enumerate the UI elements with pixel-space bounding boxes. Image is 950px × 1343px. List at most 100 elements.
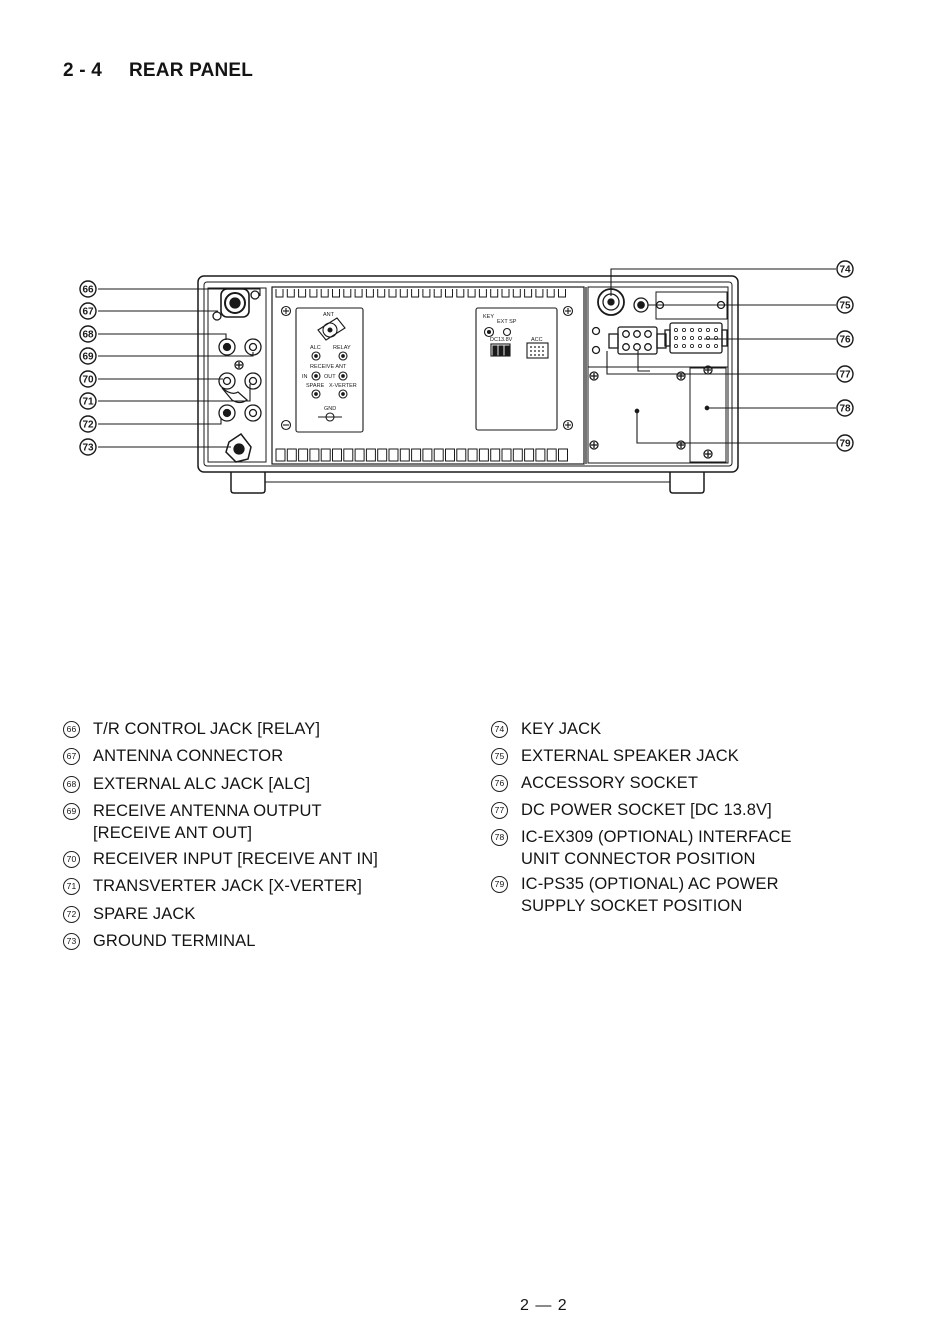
legend-text: RECEIVER INPUT [RECEIVE ANT IN] [93,850,378,868]
callout-number: 68 [82,330,94,341]
label-ant: ANT [323,312,335,318]
legend-item: 75 EXTERNAL SPEAKER JACK [491,746,739,768]
page-number: 2 — 2 [520,1297,568,1314]
legend-number: 78 [491,829,508,846]
ground-terminal [225,432,252,463]
legend-item: 68 EXTERNAL ALC JACK [ALC] [63,774,310,796]
legend-text: TRANSVERTER JACK [X-VERTER] [93,877,362,895]
heatsink-area [271,286,585,465]
label-out: OUT [324,374,336,380]
legend-item: 67 ANTENNA CONNECTOR [63,746,283,768]
right-foot [669,472,705,494]
callout-number: 66 [82,285,94,296]
label-spare: SPARE [306,383,325,389]
legend-text: GROUND TERMINAL [93,932,256,950]
callout-number: 67 [82,307,94,318]
legend-number: 69 [63,803,80,820]
legend-number: 70 [63,851,80,868]
legend-number: 74 [491,721,508,738]
acc-pins-small [530,346,544,356]
callout-number: 69 [82,352,94,363]
legend-text: SPARE JACK [93,905,196,923]
callout-circle [836,434,854,452]
callout-circle [79,370,97,388]
legend-text: EXTERNAL ALC JACK [ALC] [93,775,311,793]
rear-panel-diagram: ANT ALC RELAY RECEIVE ANT IN OUT SPARE X… [79,260,854,494]
spare-jack [244,404,262,422]
legend-number: 72 [63,906,80,923]
legend-number: 71 [63,878,80,895]
callout-number: 79 [839,439,851,450]
legend-text: DC POWER SOCKET [DC 13.8V] [521,801,772,819]
legend-item: 74 KEY JACK [491,719,601,741]
legend-item: 77 DC POWER SOCKET [DC 13.8V] [491,800,772,822]
callout-circle [836,330,854,348]
section-number: 2 - 4 [63,60,103,81]
legend-item: 71 TRANSVERTER JACK [X-VERTER] [63,876,362,898]
legend-number: 77 [491,802,508,819]
label-in: IN [302,374,308,380]
label-key: KEY [483,314,494,320]
left-foot [230,472,266,494]
legend-number: 75 [491,748,508,765]
callout-circle [836,296,854,314]
label-receive-ant: RECEIVE ANT [310,364,347,370]
alc-jack [218,338,236,356]
x-verter-jack [218,404,236,422]
callout-number: 74 [839,265,851,276]
legend-text: ACCESSORY SOCKET [521,774,699,792]
heatsink-fins [275,289,568,462]
ant-plate [295,307,364,433]
callout-circle [79,415,97,433]
label-dc: DC13.8V [490,337,513,343]
legend-item: 66 T/R CONTROL JACK [RELAY] [63,719,320,741]
callout-circle [836,260,854,278]
key-plate [475,307,558,431]
label-acc: ACC [531,337,543,343]
label-gnd: GND [324,406,336,412]
section-title: REAR PANEL [129,60,254,81]
legend-number: 76 [491,775,508,792]
callout-circle [836,399,854,417]
callout-number: 73 [82,443,94,454]
legend-text: RECEIVE ANTENNA OUTPUT[RECEIVE ANT OUT] [93,802,322,842]
callout-circle [836,365,854,383]
legend-text: EXTERNAL SPEAKER JACK [521,747,739,765]
callout-number: 76 [839,335,851,346]
label-alc: ALC [310,345,321,351]
callout-number: 72 [82,420,94,431]
callout-number: 71 [82,397,94,408]
receive-ant-jacks [218,372,236,390]
legend-item: 69 RECEIVE ANTENNA OUTPUT[RECEIVE ANT OUT… [63,801,322,845]
callout-circle [79,325,97,343]
callout-circle [79,438,97,456]
legend-item: 70 RECEIVER INPUT [RECEIVE ANT IN] [63,849,378,871]
callout-circle [79,302,97,320]
section-heading: 2 - 4 REAR PANEL [63,60,253,82]
label-relay: RELAY [333,345,351,351]
legend-number: 66 [63,721,80,738]
legend-number: 79 [491,876,508,893]
legend-item: 76 ACCESSORY SOCKET [491,773,698,795]
label-x-verter: X-VERTER [329,383,357,389]
legend-text: ANTENNA CONNECTOR [93,747,284,765]
legend-number: 68 [63,776,80,793]
callout-circle [79,280,97,298]
callouts-left: 66 67 68 69 70 71 72 73 [79,280,97,456]
callout-circle [79,347,97,365]
legend-text: T/R CONTROL JACK [RELAY] [93,720,321,738]
label-ext-sp: EXT SP [497,319,517,325]
legend-text: KEY JACK [521,720,602,738]
acc-socket-pins [674,327,719,348]
option-plate-ex309 [689,367,727,463]
callout-circle [79,392,97,410]
callout-number: 70 [82,375,94,386]
callout-number: 75 [839,301,851,312]
legend-number: 67 [63,748,80,765]
